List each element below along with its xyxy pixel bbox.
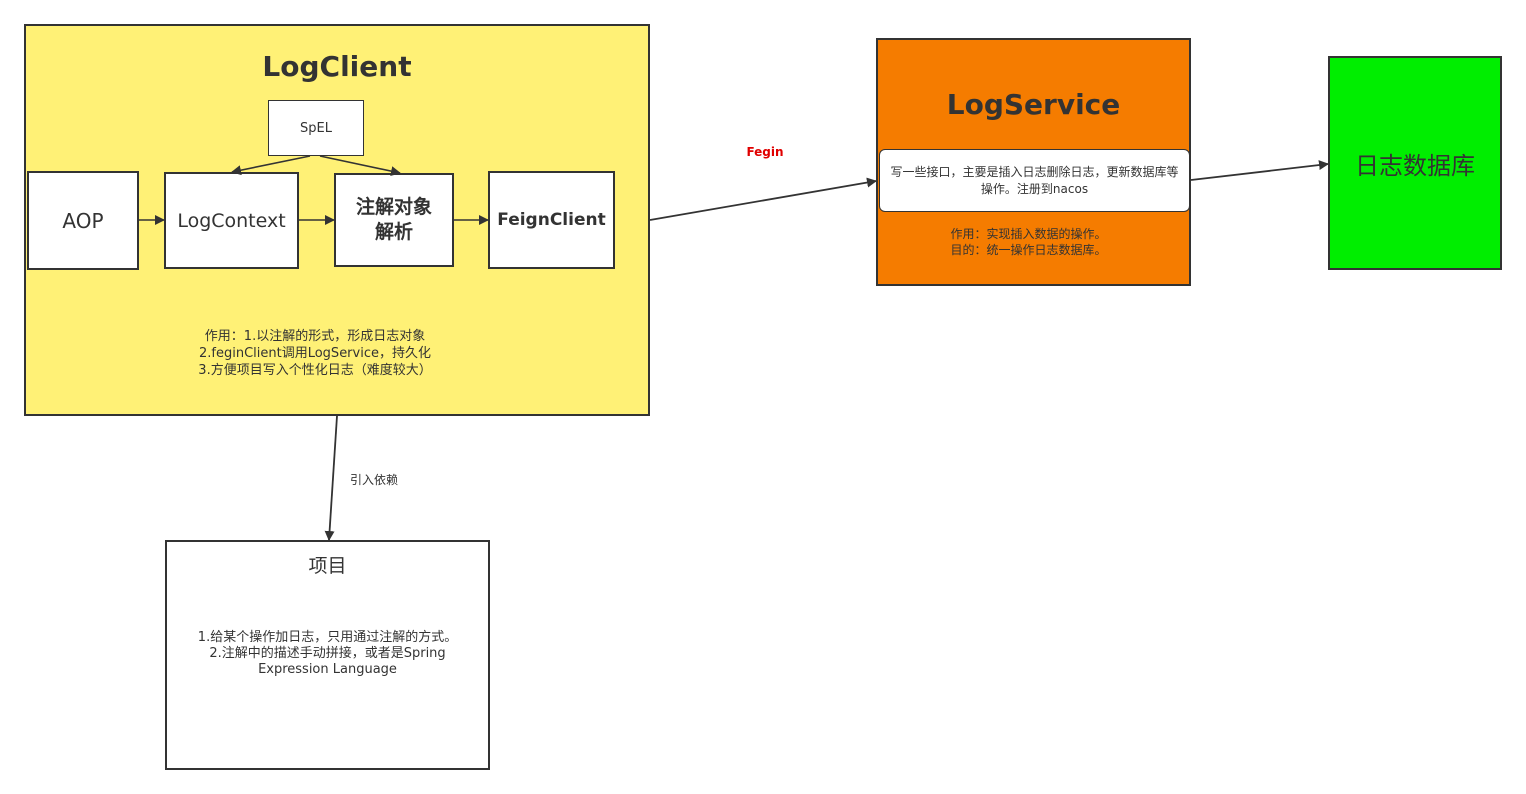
log-context-node[interactable]: LogContext bbox=[164, 172, 299, 269]
project-title: 项目 bbox=[308, 555, 347, 577]
log-service-interface-note[interactable]: 写一些接口，主要是插入日志删除日志，更新数据库等操作。注册到nacos bbox=[879, 149, 1190, 212]
log-service-title: LogService bbox=[946, 88, 1121, 121]
log-database-label: 日志数据库 bbox=[1355, 151, 1475, 180]
log-client-title: LogClient bbox=[262, 50, 412, 83]
log-context-label: LogContext bbox=[177, 209, 286, 232]
edge-spel-to-logcontext bbox=[231, 155, 311, 176]
aop-node[interactable]: AOP bbox=[27, 171, 139, 270]
interface-note-text: 写一些接口，主要是插入日志删除日志，更新数据库等操作。注册到nacos bbox=[890, 164, 1179, 196]
annotation-parse-label: 注解对象 解析 bbox=[355, 196, 432, 243]
fegin-edge-label: Fegin bbox=[746, 145, 784, 159]
spel-label: SpEL bbox=[300, 120, 332, 136]
log-database-node[interactable]: 日志数据库 bbox=[1328, 56, 1502, 270]
log-service-description: 作用：实现插入数据的操作。 目的：统一操作日志数据库。 bbox=[950, 227, 1107, 257]
spel-node[interactable]: SpEL bbox=[268, 100, 364, 156]
log-client-description: 作用：1.以注解的形式，形成日志对象 2.feginClient调用LogSer… bbox=[198, 329, 432, 378]
aop-label: AOP bbox=[62, 208, 104, 233]
dependency-edge-label: 引入依赖 bbox=[349, 473, 398, 487]
edge-feignclient-to-logservice bbox=[649, 177, 877, 221]
edge-spel-to-annotation bbox=[319, 155, 401, 177]
edge-logclient-to-project bbox=[324, 415, 338, 541]
project-description: 1.给某个操作加日志，只用通过注解的方式。 2.注解中的描述手动拼接，或者是Sp… bbox=[197, 630, 458, 677]
feign-client-label: FeignClient bbox=[497, 210, 606, 230]
feign-client-node[interactable]: FeignClient bbox=[488, 171, 615, 269]
project-container[interactable] bbox=[165, 540, 490, 770]
annotation-parse-node[interactable]: 注解对象 解析 bbox=[334, 173, 454, 267]
edge-logservice-to-database bbox=[1190, 160, 1329, 181]
